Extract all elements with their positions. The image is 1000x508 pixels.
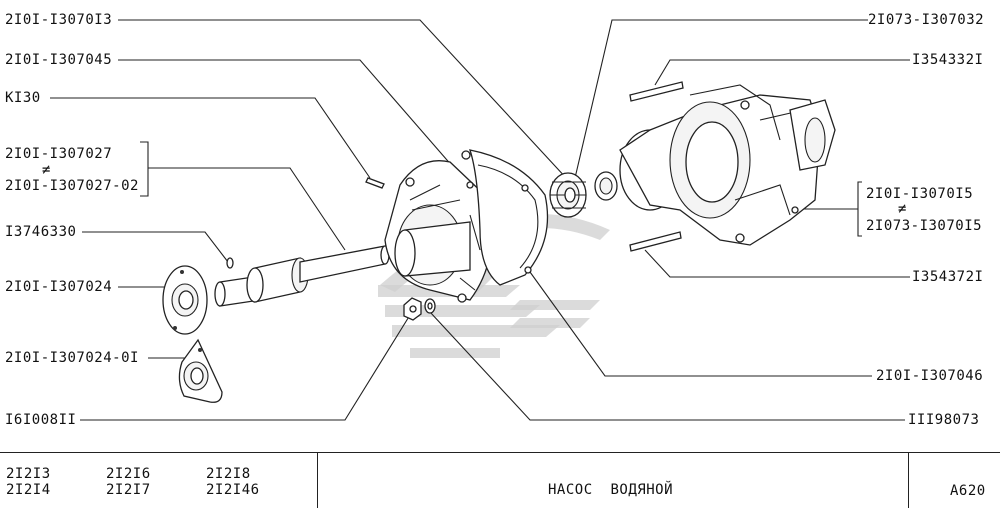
callout-flange-part-number: 2I0I-I307024 <box>5 279 113 295</box>
callout-washer-part-number: III98073 <box>908 412 980 428</box>
footer-model-number: 2I2I3 <box>6 466 51 482</box>
key-part <box>365 177 385 189</box>
callout-shaft-part-number: 2I0I-I307027 <box>5 146 113 162</box>
footer-model-number: 2I2I46 <box>206 482 260 498</box>
pump-body-part <box>619 84 836 246</box>
leader-lines <box>50 19 910 421</box>
callout-gasket-part-number: 2I0I-I307046 <box>876 368 984 384</box>
small-plug-part <box>226 257 234 269</box>
callout-key-part-number: KI30 <box>5 90 41 106</box>
footer-model-number: 2I2I8 <box>206 466 251 482</box>
callout-stud-part-number: I354332I <box>912 52 984 68</box>
callout-body-alt-part-number: 2I073-I3070I5 <box>866 218 983 234</box>
footer-model-number: 2I2I4 <box>6 482 51 498</box>
footer-divider-left <box>317 452 318 508</box>
spacer-ring-part <box>594 171 618 201</box>
callout-spacer-part-number: 2I073-I307032 <box>868 12 985 28</box>
pump-housing-part <box>384 160 494 303</box>
drawing-code: A620 <box>950 483 986 499</box>
flange-part <box>162 265 208 335</box>
callout-housing-part-number: 2I0I-I307045 <box>5 52 113 68</box>
callout-shaft-alt-part-number: 2I0I-I307027-02 <box>5 178 139 194</box>
callout-shaft-alternative-sign: ≠ <box>42 162 51 178</box>
callout-body-part-number: 2I0I-I3070I5 <box>866 186 974 202</box>
bearing-shaft-part <box>214 245 390 307</box>
oil-seal-part <box>549 172 587 218</box>
callout-plug-part-number: I3746330 <box>5 224 77 240</box>
stud-part <box>629 81 684 252</box>
exploded-view-drawing <box>50 19 910 421</box>
callout-nut-part-number: I6I008II <box>5 412 77 428</box>
callout-stud2-part-number: I354372I <box>912 269 984 285</box>
nut-washer-part <box>403 297 436 321</box>
footer-divider-right <box>908 452 909 508</box>
gasket-part <box>461 149 549 286</box>
footer-model-number: 2I2I7 <box>106 482 151 498</box>
footer-table <box>0 452 1000 508</box>
callout-triangular-flange-part-number: 2I0I-I307024-0I <box>5 350 139 366</box>
callout-body-alternative-sign: ≠ <box>898 201 907 217</box>
triangular-flange-part <box>178 338 223 403</box>
drawing-title: НАСОС ВОДЯНОЙ <box>548 482 674 498</box>
callout-seal-part-number: 2I0I-I3070I3 <box>5 12 113 28</box>
footer-model-number: 2I2I6 <box>106 466 151 482</box>
